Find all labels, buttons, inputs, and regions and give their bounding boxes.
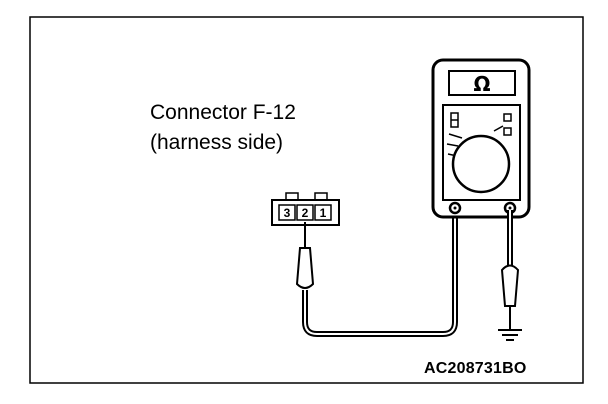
meter-ohm-symbol: Ω bbox=[473, 72, 490, 96]
meter-jack-volt-ohm-core bbox=[508, 206, 512, 210]
meter-dial-tick-1 bbox=[448, 133, 463, 139]
connector-pin-cell-1 bbox=[314, 204, 332, 221]
test-lead-wire-core bbox=[304, 210, 456, 335]
meter-selector-dial bbox=[451, 134, 511, 194]
connector-pin-3: 3 bbox=[284, 206, 291, 220]
test-lead-wire bbox=[302, 210, 458, 337]
meter-button-top bbox=[503, 113, 512, 122]
probe-handle bbox=[295, 247, 315, 289]
ground-symbol-icon bbox=[498, 329, 522, 341]
meter-display bbox=[448, 70, 516, 96]
connector-pin-cell-3 bbox=[278, 204, 296, 221]
meter-dial-tick-4 bbox=[493, 125, 504, 132]
connector-label: Connector F-12 bbox=[150, 101, 296, 124]
ohmmeter-icon: Ω bbox=[431, 58, 531, 219]
connector-side-label: (harness side) bbox=[150, 131, 284, 154]
connector-pin-1: 1 bbox=[320, 206, 327, 220]
meter-button-bottom bbox=[503, 127, 512, 136]
ground-probe-handle bbox=[500, 264, 520, 307]
connector-icon: 3 2 1 bbox=[271, 192, 340, 226]
figure-reference-code: AC208731BO bbox=[424, 360, 527, 377]
meter-jack-common-core bbox=[453, 206, 457, 210]
meter-dial-tick-2 bbox=[446, 143, 459, 147]
test-probe-icon bbox=[295, 222, 315, 289]
connector-pin-2: 2 bbox=[302, 206, 309, 220]
connector-pin-cell-2 bbox=[296, 204, 314, 221]
diagram-frame bbox=[29, 16, 584, 384]
